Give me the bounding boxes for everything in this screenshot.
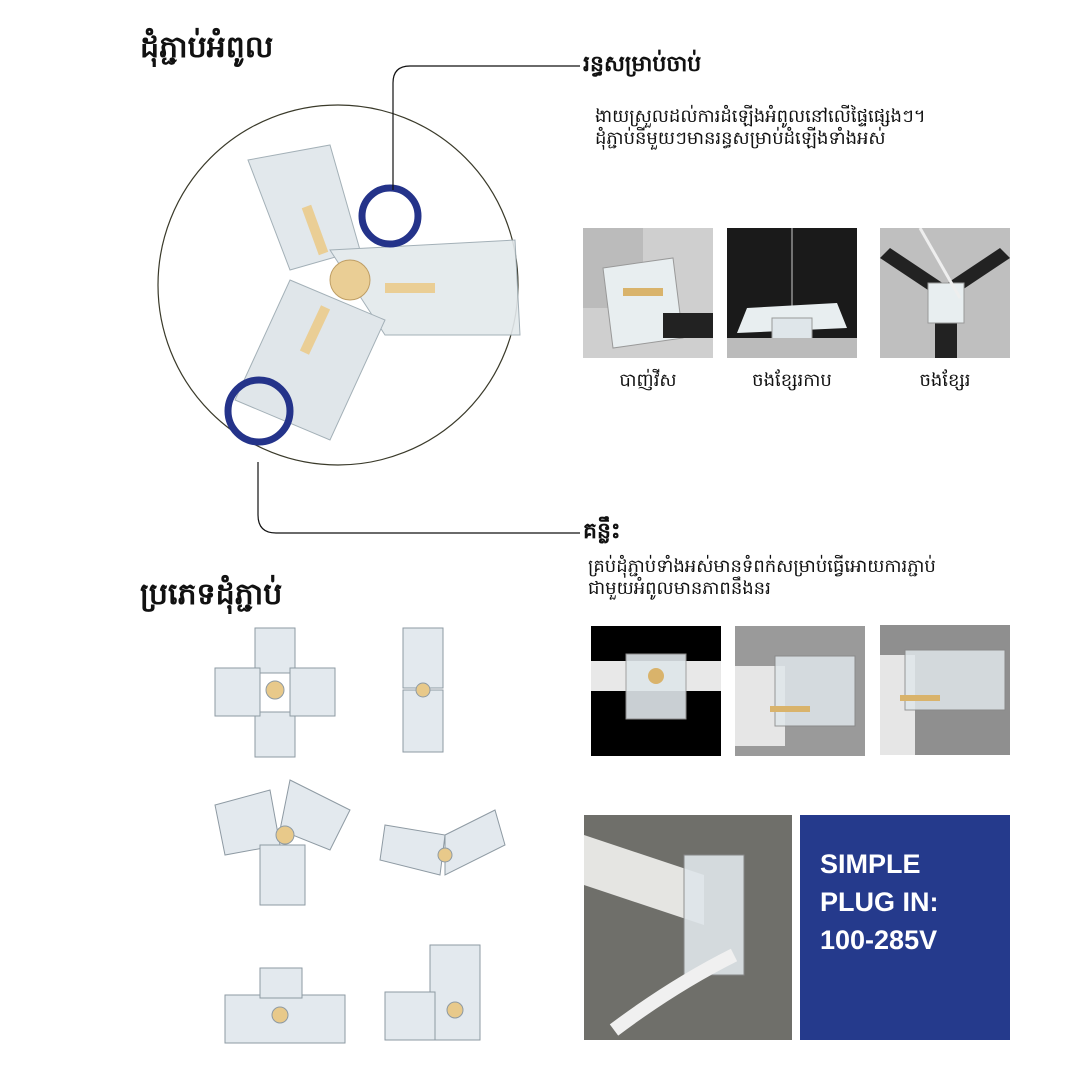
photo-connector-corner	[880, 624, 1010, 756]
photo-connector-black	[591, 626, 721, 756]
straight-connector	[402, 627, 444, 753]
cross-connector	[214, 627, 336, 758]
photo-screw-mount	[583, 228, 713, 358]
tip-label: គន្លឹះ	[583, 519, 621, 544]
tip-description: គ្រប់ដុំភ្ជាប់ទាំងអស់មានទំពក់សម្រាប់ធ្វើ…	[588, 556, 936, 600]
mount-hole-label: រន្ធសម្រាប់ចាប់	[583, 52, 702, 77]
y-connector-photo	[234, 144, 521, 441]
caption-cable-tie: ចងខ្សែរ	[919, 370, 971, 391]
mount-hole-ring	[358, 184, 422, 248]
caption-cable-hang: ចងខ្សែរកាប	[752, 370, 832, 391]
photo-cable-tie	[880, 228, 1010, 358]
magnifier-circle	[157, 104, 519, 466]
photo-connector-side	[735, 626, 865, 756]
banner-line: SIMPLE	[820, 849, 921, 879]
photo-cable-hanging	[727, 228, 857, 358]
desc-line: ជាមួយអំពូលមានភាពនឹងនរ	[588, 578, 771, 599]
banner-voltage: 100-285V	[820, 925, 938, 955]
mount-hole-description: ងាយស្រួលដល់ការដំឡើងអំពូលនៅលើផ្ទៃផ្សេងៗ។ …	[595, 106, 926, 150]
desc-line: គ្រប់ដុំភ្ជាប់ទាំងអស់មានទំពក់សម្រាប់ធ្វើ…	[588, 556, 936, 577]
y-connector	[214, 779, 351, 906]
plug-in-voltage-banner: SIMPLE PLUG IN: 100-285V	[800, 815, 1010, 1040]
l-connector-angled	[379, 809, 506, 876]
hook-ring	[224, 376, 294, 446]
page-title: ដុំភ្ជាប់អំពូល	[140, 30, 274, 65]
desc-line: ដុំភ្ជាប់នីមួយៗមានរន្ធសម្រាប់ដំឡើងទាំងអស…	[595, 128, 886, 149]
t-connector	[224, 967, 346, 1044]
photo-plug-in	[584, 815, 792, 1040]
corner-connector	[384, 944, 481, 1041]
banner-line: PLUG IN:	[820, 887, 939, 917]
caption-screw: បាញ់វីស	[619, 370, 677, 391]
desc-line: ងាយស្រួលដល់ការដំឡើងអំពូលនៅលើផ្ទៃផ្សេងៗ។	[595, 106, 926, 127]
connector-types-gallery	[214, 627, 506, 1044]
types-title: ប្រភេទដុំភ្ជាប់	[140, 577, 283, 612]
